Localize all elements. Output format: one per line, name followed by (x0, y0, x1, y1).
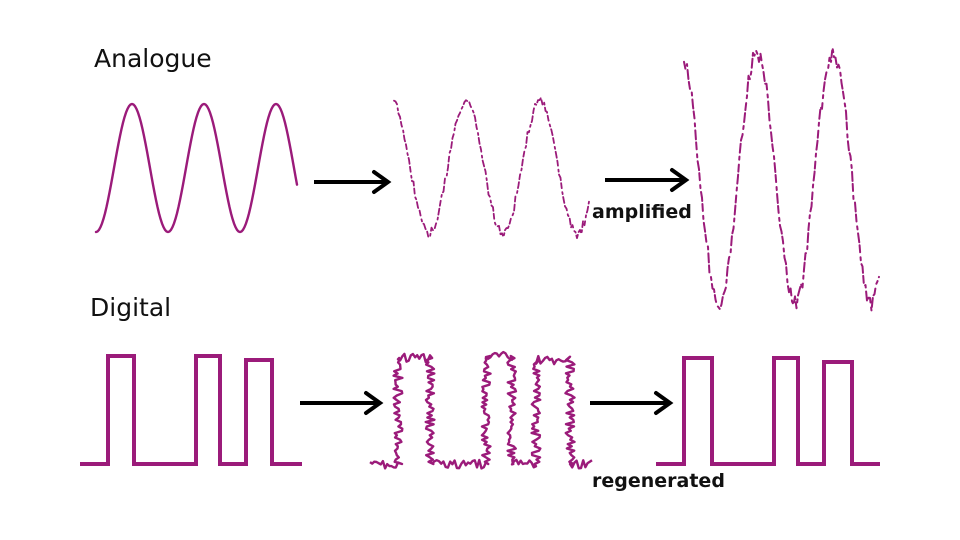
digital-regenerated-wave (656, 356, 880, 466)
analogue-noisy-wave (393, 96, 590, 239)
digital-arrow-2 (590, 391, 674, 415)
digital-noisy-wave (369, 350, 593, 470)
analogue-title: Analogue (94, 44, 212, 73)
digital-row: regenerated (80, 350, 880, 492)
amplified-caption: amplified (592, 201, 692, 223)
digital-arrow-1 (300, 391, 384, 415)
analogue-amplified-wave (683, 46, 880, 312)
analogue-original-wave (94, 102, 299, 234)
regenerated-caption: regenerated (592, 470, 725, 492)
analogue-arrow-1 (314, 170, 392, 194)
analogue-arrow-2 (605, 168, 690, 192)
digital-original-wave (80, 354, 302, 466)
analogue-row: amplified (94, 46, 880, 312)
digital-title: Digital (90, 293, 171, 322)
